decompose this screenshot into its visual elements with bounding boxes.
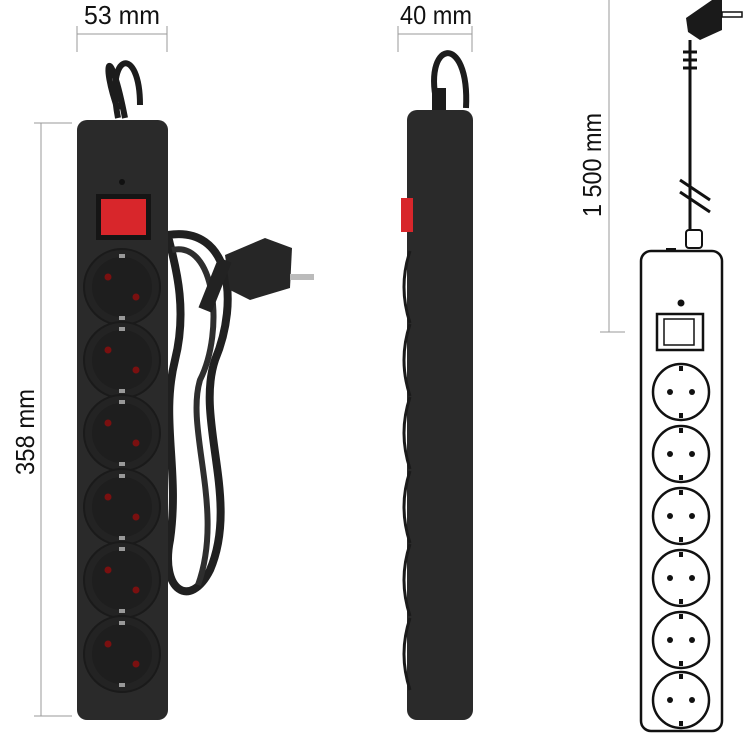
socket-edge [402,470,412,544]
socket-outline-icon [651,486,711,546]
socket-edge [402,323,412,397]
socket-outline-icon [651,424,711,484]
socket-outline-icon [651,548,711,608]
length-label: 358 mm [10,389,40,475]
power-strip-side [401,50,473,720]
socket-icon [83,248,161,326]
dimension-width: 53 mm [76,0,168,52]
socket-outline-icon [651,362,711,422]
socket-outline-icon [651,610,711,670]
width-label: 53 mm [84,0,160,30]
cable-length-label: 1 500 mm [577,113,607,217]
socket-icon [83,321,161,399]
socket-edge [402,543,412,617]
dimension-length: 358 mm [10,122,72,717]
socket-edge [402,250,412,324]
plug-outline-icon [666,0,743,252]
socket-edge [402,617,412,691]
socket-icon [83,615,161,693]
socket-outline-icon [651,670,711,730]
power-strip-outline [639,0,743,733]
side-switch [401,198,413,232]
depth-label: 40 mm [400,0,472,30]
dimension-depth: 40 mm [397,0,473,52]
strip-side-body [407,110,473,720]
socket-icon [83,468,161,546]
power-switch [101,199,146,235]
plug-icon [198,238,314,313]
power-strip-front [77,60,314,720]
socket-icon [83,541,161,619]
socket-icon [83,394,161,472]
socket-edge [402,396,412,470]
dimension-cable: 1 500 mm [577,0,625,333]
